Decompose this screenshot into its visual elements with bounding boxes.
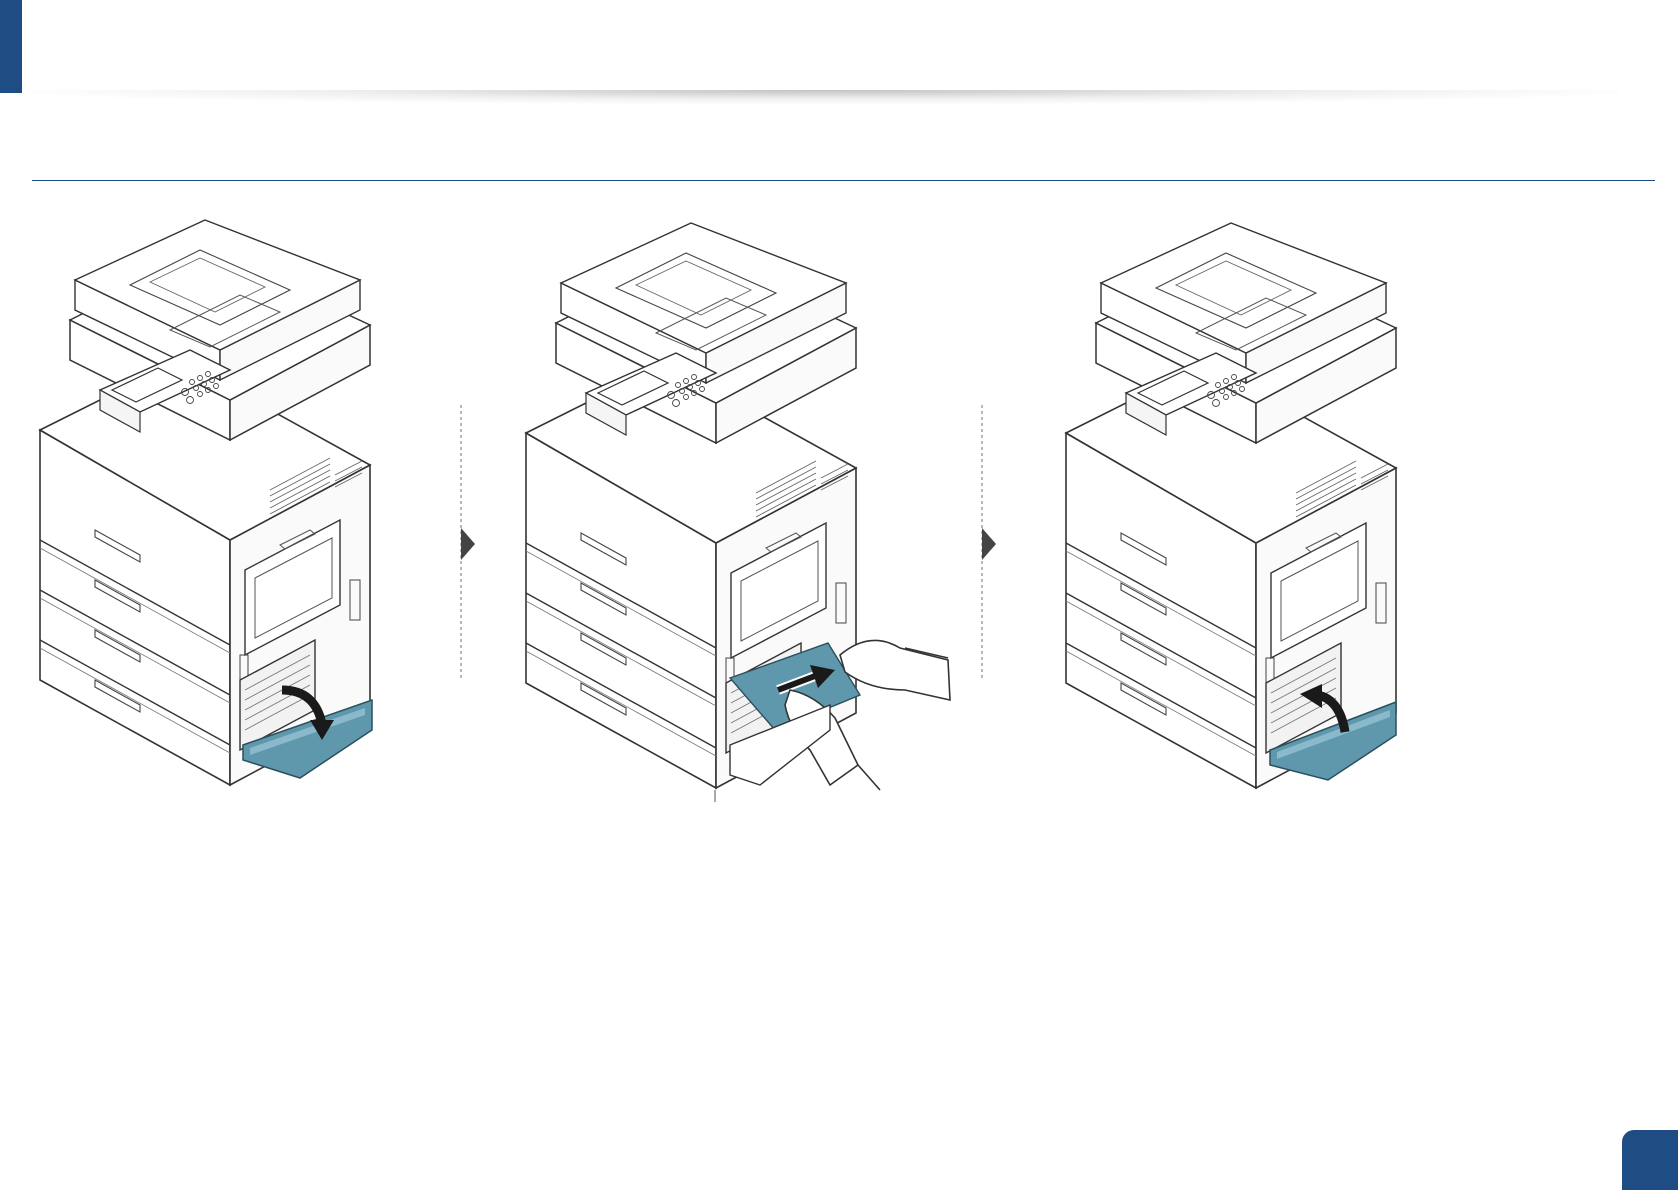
step-1-illustration [40, 220, 372, 785]
step-2-illustration [526, 223, 950, 802]
step-separator-1 [461, 405, 475, 680]
step-separator-2 [982, 405, 996, 680]
page-number-badge [1622, 1130, 1678, 1190]
step-arrow-icon [461, 528, 475, 560]
step-3-illustration [1066, 223, 1396, 788]
step-arrow-icon [982, 528, 996, 560]
